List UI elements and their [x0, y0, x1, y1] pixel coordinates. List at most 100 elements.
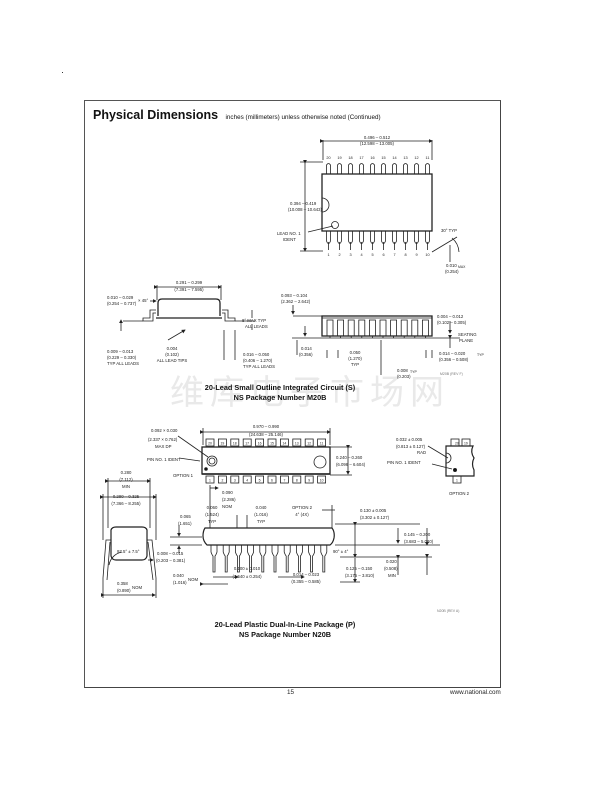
- dip-bottom-pin-label: 4: [246, 479, 248, 483]
- dip-top-pin: [279, 438, 289, 447]
- dip-pin1-ident: PIN NO. 1 IDENT: [147, 457, 181, 462]
- so-side-lead: [390, 319, 398, 337]
- dip-nom040-mm: (1.016): [173, 580, 187, 585]
- dip-top-pin: [255, 438, 265, 447]
- dip-bottom-pin: [230, 475, 240, 484]
- dip-bottom-pin-label: 5: [259, 479, 261, 483]
- dip-ref-code: N20B (REV A): [437, 609, 460, 613]
- so-bottom-pin-label: 4: [360, 253, 362, 257]
- dip-leadthk-dim: 0.008 – 0.015: [157, 551, 184, 556]
- dip-height-mm: (3.683 – 5.080): [404, 539, 434, 544]
- dip-d065-dim: 0.065: [180, 514, 191, 519]
- section-header: Physical Dimensions inches (millimeters)…: [93, 106, 381, 124]
- so-side-view: [291, 305, 460, 375]
- dip-option2-view: [427, 438, 475, 484]
- so-max-label: MAX: [458, 265, 466, 269]
- so-standoff-dim: 0.004 – 0.012: [437, 314, 464, 319]
- so-bottom-pin-label: 3: [349, 253, 351, 257]
- dip-minseat-dim: 0.020: [386, 559, 397, 564]
- so-top-view: [300, 139, 460, 262]
- dip-bottom-pin-label: 9: [308, 479, 310, 483]
- section-subtitle: inches (millimeters) unless otherwise no…: [225, 114, 381, 121]
- dip-bottom-pin: [217, 475, 227, 484]
- so-caption-line1: 20-Lead Small Outline Integrated Circuit…: [204, 383, 356, 392]
- dip-side-lead: [296, 545, 303, 573]
- dip-side-lead: [320, 545, 328, 573]
- so-height-mm: (2.362 – 2.642): [281, 299, 311, 304]
- so-height-dim: 0.093 – 0.104: [281, 293, 308, 298]
- opt2-radius-mm: (0.813 ± 0.127): [396, 444, 426, 449]
- dip-side-lead: [247, 545, 254, 573]
- dip-minw-dim: 0.280: [121, 470, 132, 475]
- so-top-pin-label: 13: [403, 156, 407, 160]
- so-bottom-pin: [348, 231, 353, 244]
- so-bottom-pin-label: 6: [382, 253, 384, 257]
- so-side-lead: [400, 319, 408, 337]
- so-bottom-pin-label: 8: [404, 253, 406, 257]
- so-tip-note: TYP: [410, 370, 417, 374]
- dip-endlead-dim: 0.090: [222, 490, 233, 495]
- dip-nomw-dim: 0.358: [117, 581, 128, 586]
- dip-end-view: [99, 478, 157, 598]
- so-chamfer-mm: (0.254 – 0.737): [107, 301, 137, 306]
- dip-leadlen-mm: (3.175 – 3.810): [345, 573, 375, 578]
- dip-ident-note: MAX DP: [155, 444, 172, 449]
- so-side-lead: [411, 319, 419, 337]
- so-side-lead: [347, 319, 355, 337]
- so-width-dim: 0.394 – 0.419: [290, 201, 317, 206]
- so-max-mm: (0.254): [445, 269, 459, 274]
- opt2-rad: RAD: [417, 450, 426, 455]
- so-top-pin: [425, 163, 430, 174]
- so-leadangle-note: ALL LEADS: [245, 324, 268, 329]
- so-foot-mm: (0.406 – 1.270): [243, 358, 273, 363]
- so-side-lead: [421, 319, 429, 337]
- so-top-pin-label: 19: [337, 156, 341, 160]
- dip-pitch-dim: 0.100 ± 0.010: [234, 566, 261, 571]
- so-leadr-dim: 0.004: [167, 346, 178, 351]
- dip-rowsp-dim: 0.290 – 0.325: [113, 494, 140, 499]
- website-link[interactable]: www.national.com: [450, 689, 501, 696]
- so-tip-dim: 0.008: [397, 368, 408, 373]
- dip-side-lead: [283, 545, 291, 573]
- so-top-pin: [370, 163, 375, 174]
- so-bottom-pin: [381, 231, 386, 244]
- so-lead1-ident: IDENT: [283, 237, 296, 242]
- dip-top-pin-label: 15: [270, 442, 274, 446]
- so-bottom-pins: [326, 231, 430, 250]
- so-top-pin: [348, 163, 353, 174]
- dip-bottom-pin: [267, 475, 277, 484]
- dip-minw-mm: (7.112): [119, 477, 133, 482]
- dip-bottom-pin: [242, 475, 252, 484]
- dip-top-pin: [242, 438, 252, 447]
- dip-option2-angle: 4° (4X): [295, 512, 309, 517]
- so-bottom-pin: [425, 231, 430, 244]
- dip-bottom-pin-label: 8: [296, 479, 298, 483]
- dip-ident-mm: (2.337 × 0.762): [148, 437, 178, 442]
- so-notch: [321, 197, 330, 213]
- dip-caption-line1: 20-Lead Plastic Dual-In-Line Package (P): [214, 620, 356, 629]
- dip-top-pin: [292, 438, 302, 447]
- dip-width-dim: 0.240 – 0.260: [336, 455, 363, 460]
- dip-caption-line2: NS Package Number N20B: [238, 629, 332, 639]
- so-top-pin: [392, 163, 397, 174]
- so-leadr-mm: (0.102): [165, 352, 179, 357]
- dip-bottom-pin-label: 3: [234, 479, 236, 483]
- so-lead1-label: LEAD NO. 1: [277, 231, 301, 236]
- so-top-pin: [326, 163, 331, 174]
- so-end-text: 0.291 – 0.299 (7.391 – 7.595) 0.010 – 0.…: [107, 280, 275, 369]
- dip-option1: OPTION 1: [173, 473, 194, 478]
- dip-d040-mm: (1.016): [254, 512, 268, 517]
- section-title: Physical Dimensions: [93, 108, 219, 122]
- dip-bottom-pin-label: 1: [209, 479, 211, 483]
- so-bottom-pin: [337, 231, 342, 244]
- dip-top-view: [177, 428, 352, 484]
- dip-nom040-dim: 0.040: [173, 573, 184, 578]
- opt2-pin1-ident: PIN NO. 1 IDENT: [387, 460, 421, 465]
- so-plane: PLANE: [459, 338, 473, 343]
- dip-bottom-pin-label: 10: [320, 479, 324, 483]
- page-number: 15: [287, 689, 295, 696]
- so-leadangle: 8° MAX TYP: [242, 318, 266, 323]
- so-leadthk-note: TYP ALL LEADS: [107, 361, 139, 366]
- dip-end-text: 0.280 (7.112) MIN 0.290 – 0.325 (7.366 –…: [111, 470, 185, 593]
